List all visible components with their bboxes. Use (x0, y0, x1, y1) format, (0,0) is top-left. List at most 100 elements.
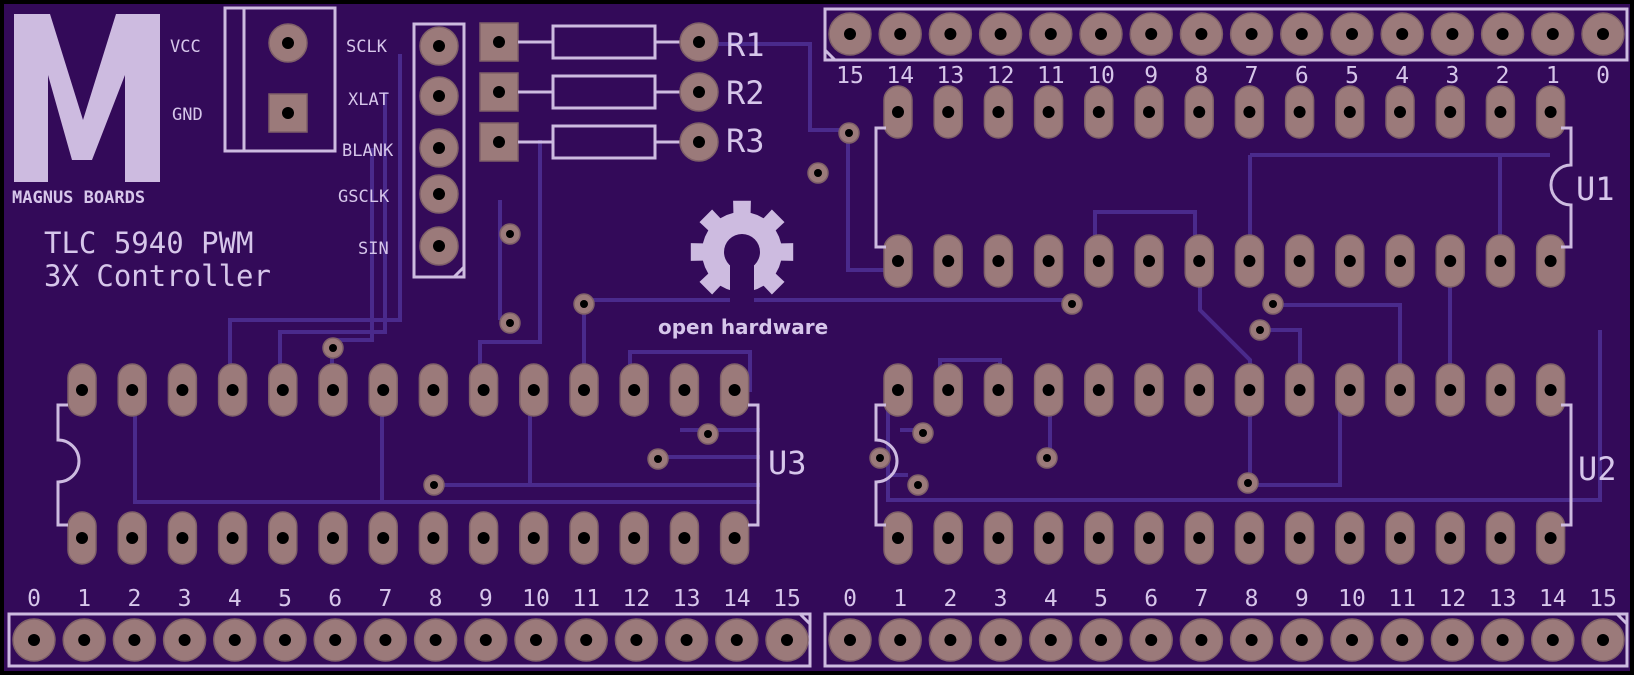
via-drill (329, 344, 337, 352)
pad-drill (279, 634, 291, 646)
pad-drill (1444, 532, 1457, 544)
pad-drill (1343, 532, 1356, 544)
via-drill (914, 481, 922, 489)
header-pin-number: 5 (278, 586, 292, 612)
pad-drill (327, 384, 339, 396)
pad-drill (493, 36, 505, 48)
pad-drill (530, 634, 542, 646)
pad-drill (728, 384, 741, 396)
header-pin-number: 3 (994, 586, 1008, 612)
header-pin-number: 12 (623, 586, 651, 612)
pad-drill (477, 384, 490, 396)
pad-drill (781, 634, 793, 646)
pad-drill (329, 634, 342, 646)
pad-drill (1293, 532, 1306, 544)
pad-drill (1597, 634, 1609, 646)
header-pin-number: 11 (1037, 63, 1065, 89)
pad-drill (892, 532, 904, 544)
pad-drill (379, 634, 392, 646)
header-pin-number: 7 (378, 586, 392, 612)
pad-drill (578, 384, 590, 396)
pad-drill (1544, 255, 1557, 267)
header-pin-number: 10 (522, 586, 550, 612)
via-drill (1043, 454, 1051, 462)
via-drill (1269, 300, 1277, 308)
header-pin-number: 14 (1539, 586, 1567, 612)
header-pin-number: 3 (178, 586, 192, 612)
pad-drill (1394, 106, 1406, 118)
header-pin-number: 2 (943, 586, 957, 612)
pad-drill (1394, 255, 1406, 267)
pad-drill (992, 384, 1005, 396)
pad-drill (433, 90, 445, 102)
pad-drill (1145, 634, 1158, 646)
header-pin-number: 14 (886, 63, 914, 89)
blank-label: BLANK (342, 141, 394, 161)
pad-drill (1092, 106, 1105, 118)
pad-drill (527, 384, 540, 396)
pad-drill (1494, 384, 1507, 396)
pad-drill (892, 384, 904, 396)
open-hardware-text: open hardware (658, 315, 828, 339)
via-drill (1244, 479, 1252, 487)
header-pin-number: 5 (1094, 586, 1108, 612)
board-title-line2: 3X Controller (44, 259, 271, 293)
magnus-boards-logo: MAGNUS BOARDS (12, 14, 160, 208)
pad-drill (433, 142, 445, 154)
pad-drill (228, 634, 241, 646)
pad-drill (1343, 106, 1356, 118)
pad-drill (994, 28, 1007, 40)
copper-traces (133, 42, 1602, 504)
bottom-right-output-header (823, 612, 1629, 668)
pad-drill (578, 532, 590, 544)
signal-header: SCLK XLAT BLANK GSCLK SIN (338, 22, 466, 279)
pad-drill (1496, 28, 1509, 40)
pad-drill (1446, 634, 1459, 646)
pad-drill (992, 532, 1005, 544)
header-pin-number: 1 (77, 586, 91, 612)
pad-drill (1444, 106, 1457, 118)
header-pin-number: 12 (1439, 586, 1467, 612)
pad-drill (1042, 532, 1055, 544)
pad-drill (1042, 255, 1055, 267)
pad-drill (1544, 384, 1557, 396)
pad-drill (1193, 532, 1206, 544)
pad-drill (580, 634, 593, 646)
header-pin-number: 1 (893, 586, 907, 612)
pad-drill (276, 532, 289, 544)
gnd-label: GND (172, 105, 203, 125)
header-pin-number: 8 (429, 586, 443, 612)
pad-drill (944, 28, 957, 40)
resistor-r2-label: R2 (726, 74, 765, 112)
board-title-line1: TLC 5940 PWM (44, 226, 254, 260)
via-drill (919, 429, 927, 437)
via-drill (814, 169, 822, 177)
pad-drill (1243, 106, 1256, 118)
copper-trace (1280, 303, 1402, 392)
bottom-left-output-header (7, 612, 812, 668)
pad-drill (1295, 28, 1308, 40)
header-pads (12, 12, 1625, 662)
ic-u1-outline: U1 (874, 126, 1615, 249)
pad-drill (1444, 255, 1457, 267)
ic-u2-outline: U2 (874, 403, 1617, 527)
via-drill (506, 319, 514, 327)
pad-drill (680, 634, 693, 646)
header-pin-number: 9 (1144, 63, 1158, 89)
pad-drill (433, 40, 445, 52)
pad-drill (427, 532, 440, 544)
via-drill (845, 129, 853, 137)
pad-drill (1293, 255, 1306, 267)
pad-drill (1243, 255, 1256, 267)
pad-drill (942, 255, 955, 267)
logo-caption: MAGNUS BOARDS (12, 188, 145, 208)
header-pin-number: 6 (328, 586, 342, 612)
copper-trace (133, 392, 760, 504)
pad-drill (628, 532, 641, 544)
pad-drill (892, 106, 904, 118)
pad-drill (1597, 28, 1609, 40)
pad-drill (892, 255, 904, 267)
copper-trace (228, 54, 402, 392)
ic-u3-label: U3 (768, 444, 807, 482)
